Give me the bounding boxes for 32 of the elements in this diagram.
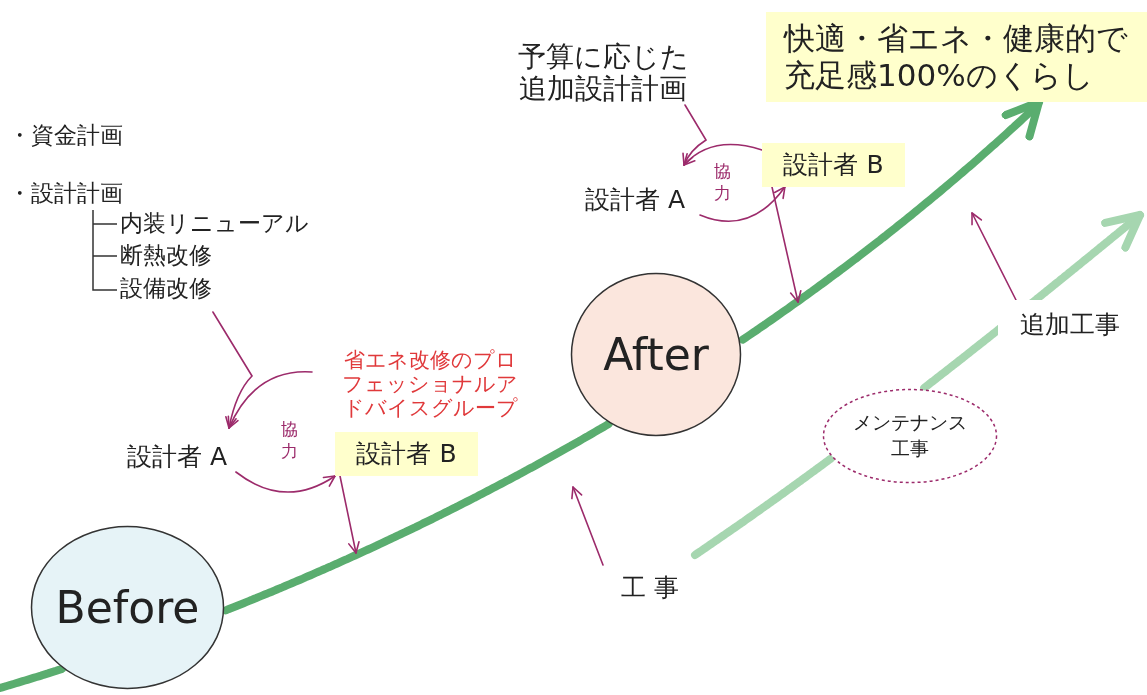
- list-item: 内装リニューアル: [120, 209, 309, 238]
- node-label: 設計者 A: [568, 165, 702, 215]
- connector-arrow: [682, 104, 707, 166]
- node-label: 設計者 A: [106, 428, 248, 472]
- node-label: 予算に応じた追加設計計画: [500, 33, 706, 105]
- progress-line: [0, 664, 67, 692]
- connector-arrow: [571, 486, 604, 566]
- work-ellipse: [822, 388, 998, 484]
- stage-ellipse: [570, 272, 742, 437]
- list-item: ・資金計画: [8, 121, 123, 150]
- list-item: 断熱改修: [120, 241, 212, 270]
- connector-arrow: [235, 471, 336, 493]
- node-label: 省エネ改修のプロフェッショナルアドバイスグループ: [312, 342, 548, 420]
- connector-arrow: [971, 212, 1017, 301]
- node-label: メンテナンス工事: [852, 410, 968, 461]
- connector-arrow: [771, 186, 802, 303]
- connector-arrow: [228, 370, 313, 429]
- node-label: 工 事: [596, 565, 704, 603]
- list-item: ・設計計画: [8, 179, 123, 208]
- list-item: 設備改修: [120, 274, 212, 303]
- highlight-label: 設計者 B: [762, 143, 905, 187]
- stage-ellipse: [30, 525, 225, 690]
- progress-line: [221, 420, 613, 615]
- connector-arrow: [339, 475, 360, 554]
- connector-arrow: [683, 143, 763, 166]
- node-label: After: [603, 329, 709, 380]
- node-label: Before: [55, 582, 200, 633]
- highlight-label: 設計者 B: [335, 432, 478, 476]
- progress-line: [691, 454, 835, 559]
- connector-arrow: [212, 311, 253, 429]
- goal-highlight: 快適・省エネ・健康的で充足感100%のくらし: [766, 12, 1147, 102]
- connector-arrow: [699, 186, 786, 222]
